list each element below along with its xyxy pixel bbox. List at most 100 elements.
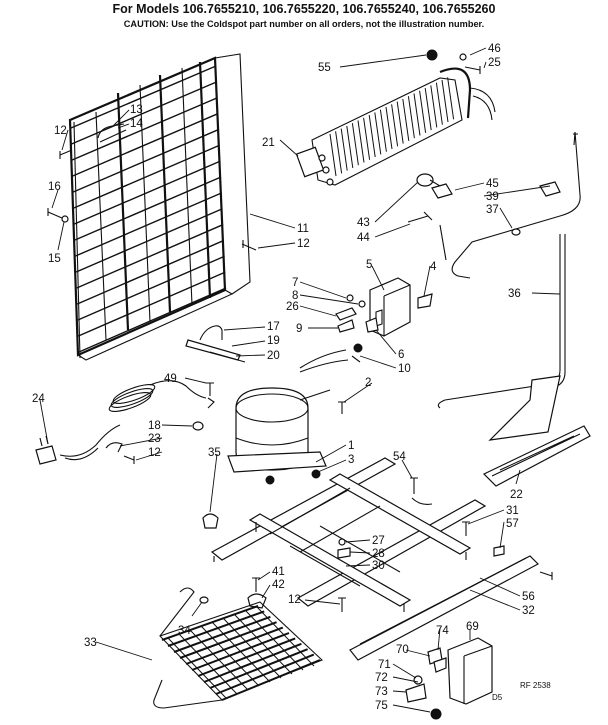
label-18: 18 xyxy=(148,420,161,432)
label-31: 31 xyxy=(506,505,519,517)
parts-6-10 xyxy=(351,343,363,363)
grommet-55 xyxy=(426,49,438,61)
label-13: 13 xyxy=(130,104,143,116)
screw-44 xyxy=(407,211,433,223)
figure-code: RF 2538 xyxy=(520,681,551,690)
label-27: 27 xyxy=(372,535,385,547)
label-4: 4 xyxy=(430,261,437,273)
screw-46-25 xyxy=(459,53,481,74)
relay-box-69 xyxy=(447,637,493,705)
parts-7-8-26-9 xyxy=(335,294,379,333)
diagram-title: For Models 106.7655210, 106.7655220, 106… xyxy=(112,2,496,16)
label-25: 25 xyxy=(488,57,501,69)
label-2: 2 xyxy=(365,377,371,389)
label-12-base: 12 xyxy=(288,594,301,606)
label-20: 20 xyxy=(267,350,280,362)
label-9: 9 xyxy=(296,323,302,335)
screw-12-right xyxy=(241,240,257,251)
drain-pan-22 xyxy=(482,425,591,487)
label-17: 17 xyxy=(267,321,280,333)
label-35: 35 xyxy=(208,447,221,459)
label-74: 74 xyxy=(436,625,449,637)
label-21: 21 xyxy=(262,137,275,149)
screw-2 xyxy=(338,401,346,414)
label-33: 33 xyxy=(84,637,97,649)
label-44: 44 xyxy=(357,232,370,244)
label-55: 55 xyxy=(318,62,331,74)
label-72: 72 xyxy=(375,672,388,684)
label-15: 15 xyxy=(48,253,61,265)
label-8: 8 xyxy=(292,290,298,302)
label-24: 24 xyxy=(32,393,45,405)
sensing-tube-37 xyxy=(439,131,581,279)
label-28: 28 xyxy=(372,548,385,560)
grommet-18 xyxy=(192,421,204,431)
drain-condenser-33 xyxy=(153,587,324,709)
label-1: 1 xyxy=(348,440,354,452)
label-57: 57 xyxy=(506,518,519,530)
base-frame-30 xyxy=(210,457,487,612)
label-14: 14 xyxy=(130,118,143,130)
label-12-top: 12 xyxy=(54,125,67,137)
label-30: 30 xyxy=(372,560,385,572)
caution-note: CAUTION: Use the Coldspot part number on… xyxy=(123,19,485,29)
label-32: 32 xyxy=(522,605,535,617)
condenser-coil xyxy=(68,53,251,361)
compressor xyxy=(227,387,331,485)
label-11: 11 xyxy=(297,223,309,235)
label-41: 41 xyxy=(272,566,285,578)
control-box-5 xyxy=(369,277,411,337)
label-69: 69 xyxy=(466,621,479,633)
parts-27-28 xyxy=(337,538,351,559)
label-71: 71 xyxy=(378,659,391,671)
knob-4 xyxy=(417,293,433,309)
rail-32 xyxy=(349,555,553,661)
wiring-harness xyxy=(299,349,349,373)
clamp-23 xyxy=(105,442,135,464)
label-16: 16 xyxy=(48,181,61,193)
clip-43 xyxy=(416,173,441,187)
label-73: 73 xyxy=(375,686,388,698)
parts-70-75 xyxy=(405,647,447,720)
label-12-mid: 12 xyxy=(297,238,310,250)
leader-lines xyxy=(39,47,561,713)
label-10: 10 xyxy=(398,363,411,375)
label-7: 7 xyxy=(292,277,298,289)
label-70: 70 xyxy=(396,644,409,656)
screws-15-16 xyxy=(47,208,69,223)
screw-12-left xyxy=(59,149,73,159)
bracket-13-14 xyxy=(97,123,127,143)
label-36: 36 xyxy=(508,288,521,300)
screw-31-57 xyxy=(462,521,505,557)
bolt-54 xyxy=(410,477,433,505)
label-23: 23 xyxy=(148,433,161,445)
corner-mark: D5 xyxy=(492,693,503,702)
label-43: 43 xyxy=(357,217,370,229)
label-46: 46 xyxy=(488,43,501,55)
label-54: 54 xyxy=(393,451,406,463)
label-34: 34 xyxy=(178,625,191,637)
grommet-35 xyxy=(202,513,219,529)
label-56: 56 xyxy=(522,591,535,603)
label-45: 45 xyxy=(486,178,499,190)
label-75: 75 xyxy=(375,700,388,712)
label-39: 39 xyxy=(486,191,499,203)
label-12-cord: 12 xyxy=(148,447,161,459)
callout-labels: 55 46 25 13 14 12 16 15 21 45 39 37 43 4… xyxy=(32,43,551,712)
evaporator xyxy=(295,67,496,186)
bracket-45-39 xyxy=(431,181,561,199)
label-6: 6 xyxy=(398,349,404,361)
label-49: 49 xyxy=(164,373,177,385)
clip-34 xyxy=(199,596,209,604)
label-19: 19 xyxy=(267,335,280,347)
drain-tube-36 xyxy=(437,234,566,441)
power-cord-24 xyxy=(35,380,207,465)
screw-49 xyxy=(206,382,215,409)
label-22: 22 xyxy=(510,489,523,501)
label-26: 26 xyxy=(286,301,299,313)
label-42: 42 xyxy=(272,579,285,591)
label-3: 3 xyxy=(348,454,354,466)
label-37: 37 xyxy=(486,204,499,216)
relay-17-19-20 xyxy=(185,325,246,363)
